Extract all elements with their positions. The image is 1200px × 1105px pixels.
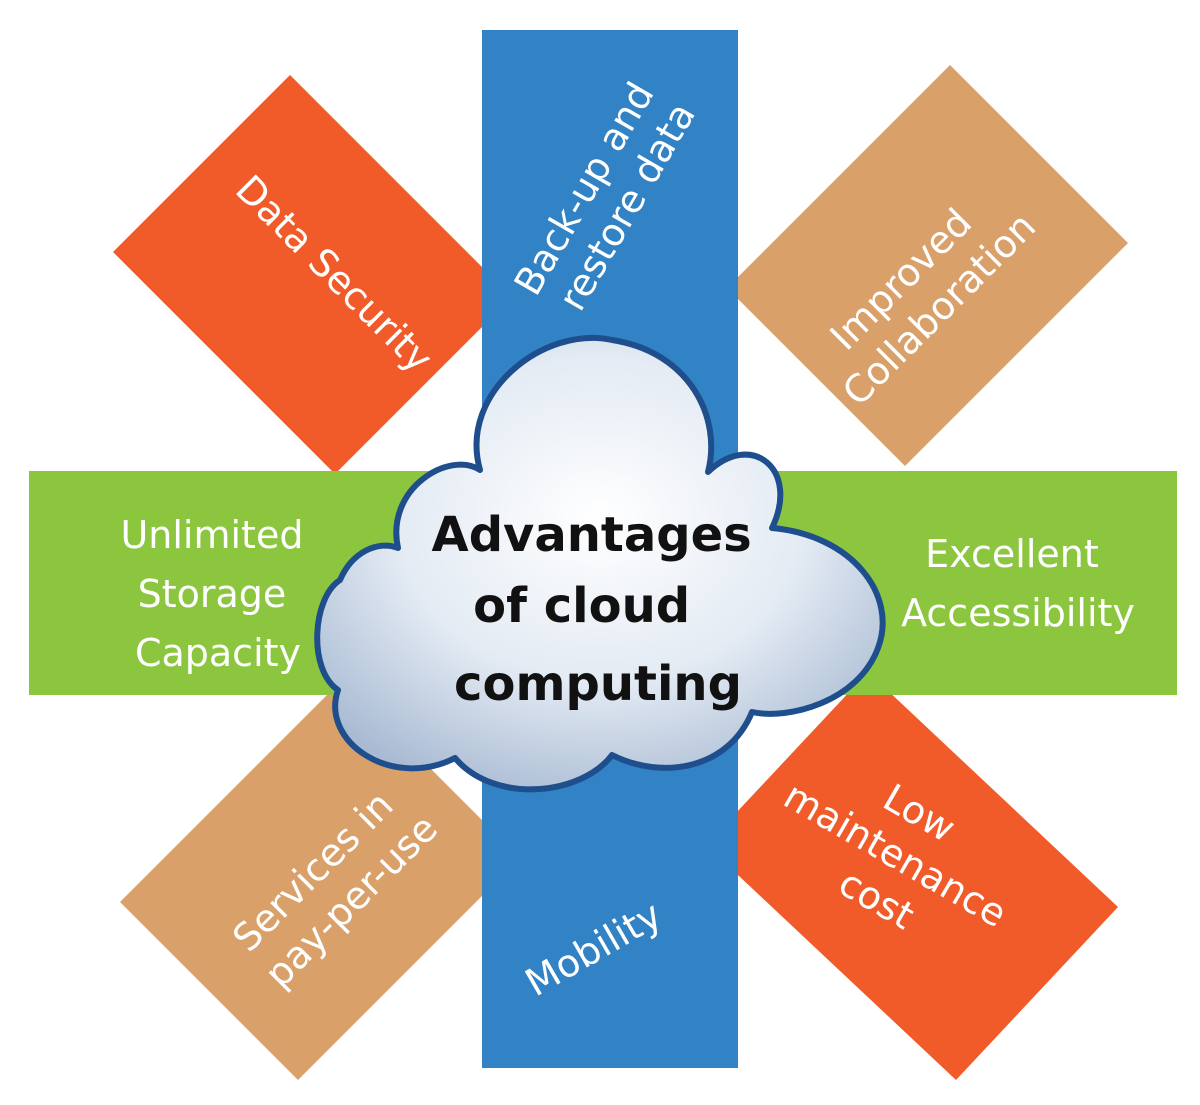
band-pay-per-use bbox=[120, 680, 520, 1080]
cloud-shape bbox=[314, 334, 886, 793]
band-low-maintenance bbox=[706, 672, 1118, 1080]
label-excellent-accessibility: Excellent Accessibility bbox=[901, 532, 1135, 635]
label-unlimited-storage: Unlimited Storage Capacity bbox=[120, 513, 315, 675]
center-title: Advantages of cloud computing bbox=[432, 507, 769, 712]
band-data-security bbox=[113, 75, 512, 474]
band-improved-collaboration bbox=[727, 65, 1128, 466]
